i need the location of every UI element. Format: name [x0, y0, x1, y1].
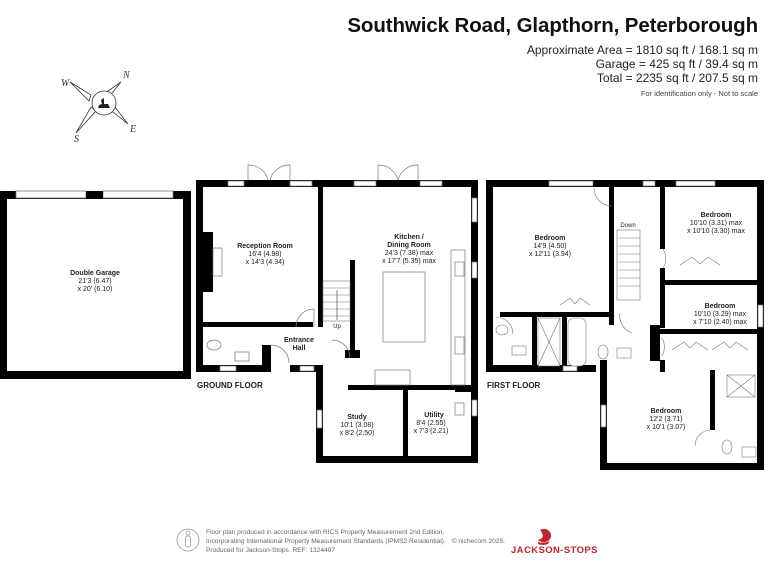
svg-text:Study: Study: [347, 414, 367, 421]
footer-line-1: Floor plan produced in accordance with R…: [206, 529, 445, 536]
first-floor-windows: [548, 180, 764, 428]
svg-text:10'1 (3.08): 10'1 (3.08): [340, 422, 373, 429]
svg-text:Reception Room: Reception Room: [237, 243, 293, 250]
bedroom-3-label: Bedroom 10'10 (3.29) max x 7'10 (2.40) m…: [693, 303, 747, 326]
footer-disclaimer: Floor plan produced in accordance with R…: [206, 528, 505, 555]
svg-text:N: N: [122, 70, 131, 81]
jackson-stops-logo-icon: [538, 528, 552, 545]
footer-line-2: Incorporating International Property Mea…: [206, 538, 505, 545]
total-area: Total = 2235 sq ft / 207.5 sq m: [596, 71, 758, 85]
svg-text:x 20' (6.10): x 20' (6.10): [78, 286, 113, 293]
svg-text:Utility: Utility: [424, 412, 444, 419]
approximate-area: Approximate Area = 1810 sq ft / 168.1 sq…: [526, 43, 758, 57]
svg-text:x 17'7 (5.35) max: x 17'7 (5.35) max: [382, 258, 436, 265]
svg-text:16'4 (4.98): 16'4 (4.98): [248, 251, 281, 258]
footer-line-3: Produced for Jackson-Stops. REF: 1324407: [206, 547, 336, 554]
ground-floor-label: GROUND FLOOR: [197, 381, 263, 390]
property-title: Southwick Road, Glapthorn, Peterborough: [347, 14, 758, 37]
svg-text:Bedroom: Bedroom: [701, 212, 732, 219]
svg-text:8'4 (2.55): 8'4 (2.55): [416, 420, 445, 427]
ground-floor-windows: [219, 180, 478, 429]
person-scale-icon: [176, 528, 200, 552]
svg-text:E: E: [129, 124, 136, 135]
entrance-hall-label: Entrance Hall: [284, 337, 314, 352]
garage-label: Double Garage 21'3 (6.47) x 20' (6.10): [70, 270, 120, 293]
first-floor-fittings: [495, 187, 757, 458]
brand-name: JACKSON-STOPS: [511, 545, 598, 556]
bedroom-4-label: Bedroom 12'2 (3.71) x 10'1 (3.07): [647, 408, 686, 431]
ground-floor-doors: [212, 164, 419, 364]
stairs-up-label: Up: [333, 324, 341, 330]
svg-text:W: W: [61, 78, 71, 89]
stairs-down-label: Down: [620, 223, 635, 229]
copyright: © nichecom 2025.: [451, 538, 505, 545]
svg-text:x 12'11 (3.94): x 12'11 (3.94): [529, 251, 571, 258]
svg-text:Dining Room: Dining Room: [387, 242, 431, 249]
study-label: Study 10'1 (3.08) x 8'2 (2.50): [340, 414, 375, 437]
svg-text:10'10 (3.31) max: 10'10 (3.31) max: [690, 220, 743, 227]
kitchen-fittings: [206, 249, 466, 416]
svg-text:21'3 (6.47): 21'3 (6.47): [78, 278, 111, 285]
kitchen-dining-label: Kitchen / Dining Room 24'3 (7.38) max x …: [382, 234, 436, 265]
svg-text:10'10 (3.29) max: 10'10 (3.29) max: [694, 311, 747, 318]
utility-label: Utility 8'4 (2.55) x 7'3 (2.21): [414, 412, 449, 435]
svg-text:Hall: Hall: [293, 345, 306, 352]
svg-text:Kitchen /: Kitchen /: [394, 234, 424, 241]
bedroom-1-label: Bedroom 14'9 (4.50) x 12'11 (3.94): [529, 235, 571, 258]
svg-text:x 7'10 (2.40) max: x 7'10 (2.40) max: [693, 319, 747, 326]
svg-text:x 14'3 (4.34): x 14'3 (4.34): [246, 259, 285, 266]
svg-text:14'9 (4.50): 14'9 (4.50): [533, 243, 566, 250]
svg-text:Bedroom: Bedroom: [651, 408, 682, 415]
svg-text:S: S: [74, 134, 79, 145]
svg-text:x 8'2 (2.50): x 8'2 (2.50): [340, 430, 375, 437]
double-garage: [0, 190, 191, 379]
svg-text:12'2 (3.71): 12'2 (3.71): [649, 416, 682, 423]
svg-text:x 10'1 (3.07): x 10'1 (3.07): [647, 424, 686, 431]
svg-text:x 7'3 (2.21): x 7'3 (2.21): [414, 428, 449, 435]
svg-text:x 10'10 (3.30) max: x 10'10 (3.30) max: [687, 228, 745, 235]
first-floor-label: FIRST FLOOR: [487, 381, 541, 390]
ground-stairs: [322, 280, 351, 322]
bedroom-2-label: Bedroom 10'10 (3.31) max x 10'10 (3.30) …: [687, 212, 745, 235]
compass-rose-icon: N E S W: [61, 70, 136, 145]
svg-text:Double Garage: Double Garage: [70, 270, 120, 277]
scale-note: For identification only - Not to scale: [640, 89, 758, 98]
svg-text:24'3 (7.38) max: 24'3 (7.38) max: [385, 250, 434, 257]
svg-text:Bedroom: Bedroom: [705, 303, 736, 310]
garage-area: Garage = 425 sq ft / 39.4 sq m: [595, 57, 758, 71]
reception-room-label: Reception Room 16'4 (4.98) x 14'3 (4.34): [237, 243, 293, 266]
svg-text:Bedroom: Bedroom: [535, 235, 566, 242]
svg-text:Entrance: Entrance: [284, 337, 314, 344]
